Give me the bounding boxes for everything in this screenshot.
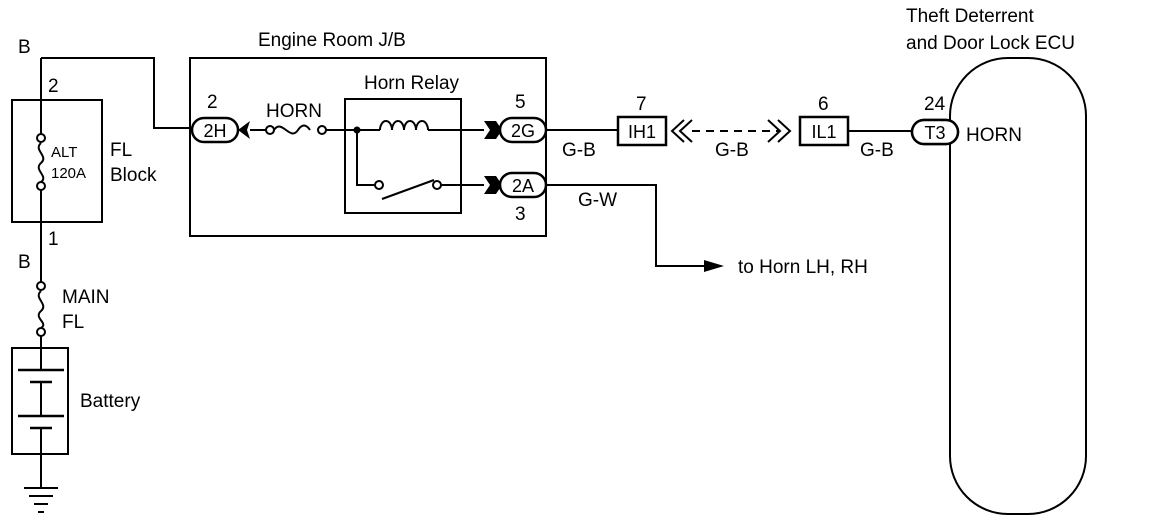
connector-t3-label-front: T3	[924, 123, 945, 143]
junction-pin-5: 5	[515, 92, 526, 113]
connector-il1-label: IL1	[811, 122, 836, 142]
ecu-title-line2: and Door Lock ECU	[906, 33, 1075, 54]
junction-pin-3: 3	[515, 204, 526, 225]
wire-color-gw: G-W	[578, 190, 617, 211]
connector-ih1	[616, 115, 668, 147]
wire-gw-to-horns	[546, 184, 706, 267]
engine-room-junction-block	[189, 57, 547, 237]
connector-ih1-label: IH1	[628, 122, 656, 142]
connector-2h-label: 2H	[203, 121, 226, 141]
ecu-title-line1: Theft Deterrent	[906, 6, 1034, 27]
il1-pin-6: 6	[818, 94, 829, 115]
horn-fuse-label: HORN	[266, 101, 322, 122]
relay-switch-contact-left	[374, 180, 384, 190]
to-horn-label: to Horn LH, RH	[738, 257, 868, 278]
theft-deterrent-ecu	[949, 57, 1087, 515]
alt-fuse-rating: 120A	[51, 165, 86, 182]
connector-2g-arrow-icon	[484, 121, 502, 139]
wire-color-gb-1: G-B	[562, 140, 596, 161]
ih1-connector-chevron-icon	[670, 119, 693, 143]
alt-fuse-label: ALT	[51, 144, 77, 161]
fl-block-label-line2: Block	[110, 165, 157, 186]
junction-block-title: Engine Room J/B	[258, 30, 406, 51]
battery-label: Battery	[80, 391, 141, 412]
connector-2a-label: 2A	[512, 176, 534, 196]
main-fuse-label-line1: MAIN	[62, 287, 110, 308]
connector-2a-arrow-icon	[484, 176, 502, 194]
wire-color-b-mid: B	[18, 252, 31, 273]
horn-fuse-icon	[273, 124, 311, 135]
wire-b-to-junction	[41, 57, 192, 129]
wire-color-b-top: B	[18, 37, 31, 58]
relay-switch-contact-right	[432, 180, 442, 190]
alt-fuse-terminal-top	[36, 133, 46, 143]
main-fuse-terminal-bottom	[36, 327, 46, 337]
relay-switch-arm	[381, 179, 435, 200]
alt-fuse-terminal-bottom	[36, 181, 46, 191]
fl-block-box	[11, 99, 103, 223]
connector-t3-front	[910, 118, 960, 146]
ground-icon	[24, 487, 58, 513]
il1-connector-chevron-icon	[767, 119, 792, 143]
fl-block-label-line1: FL	[110, 140, 132, 161]
fl-pin-2: 2	[48, 76, 59, 97]
wire-color-gb-3: G-B	[860, 140, 894, 161]
connector-2h-arrow-icon	[238, 121, 250, 139]
to-horn-arrow-icon	[704, 260, 724, 272]
horn-fuse-terminal-right	[317, 125, 327, 135]
horn-relay-box	[344, 98, 462, 214]
junction-pin-2: 2	[207, 92, 218, 113]
alt-fuse-icon	[37, 142, 45, 183]
fl-pin-1: 1	[48, 229, 59, 250]
wire-color-gb-2: G-B	[715, 140, 749, 161]
horn-fuse-terminal-left	[265, 125, 275, 135]
connector-2g-label: 2G	[511, 121, 535, 141]
relay-coil-icon	[379, 120, 429, 131]
ih1-pin-7: 7	[636, 94, 647, 115]
t3-pin-24: 24	[924, 94, 946, 115]
main-fuse-terminal-top	[36, 281, 46, 291]
main-fuse-label-line2: FL	[62, 312, 84, 333]
ecu-horn-terminal-label: HORN	[966, 125, 1022, 146]
main-fuse-icon	[37, 290, 45, 329]
horn-relay-title: Horn Relay	[364, 73, 460, 94]
relay-switch-lead	[356, 130, 375, 186]
